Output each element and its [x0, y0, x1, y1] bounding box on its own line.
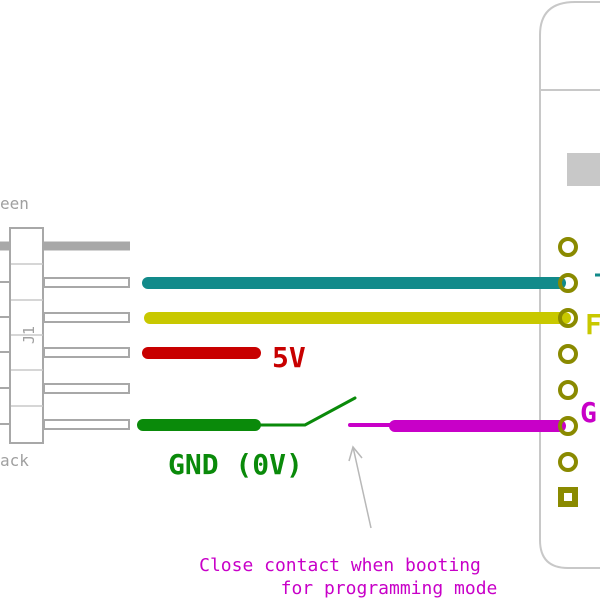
connector-ref-label: J1 [20, 326, 38, 344]
pad-7 [558, 452, 578, 472]
pad-8-hole [564, 493, 572, 501]
pad-5 [558, 380, 578, 400]
switch-contact [253, 396, 357, 427]
connector-body-dividers [10, 263, 43, 407]
pad-3 [558, 308, 578, 328]
connector-left-stubs [0, 281, 10, 425]
wires [137, 277, 571, 432]
pad-4 [558, 344, 578, 364]
connector-pin-2 [43, 277, 130, 288]
connector-pin-3 [43, 312, 130, 323]
connector-pin-4 [43, 347, 130, 358]
note-arrow [348, 445, 372, 529]
pad-2 [558, 273, 578, 293]
label-5v: 5V [272, 341, 306, 374]
module-chip-rect [567, 153, 600, 186]
connector-pin-5 [43, 383, 130, 394]
connector-pin-6 [43, 419, 130, 430]
connector-label-bottom: ack [0, 451, 29, 470]
pad-1 [558, 237, 578, 257]
module-pads [558, 237, 578, 507]
label-right-partial-1: F [585, 308, 600, 341]
note-line-1: Close contact when booting [199, 555, 481, 576]
connector-j1: een J1 ack [0, 194, 130, 470]
note-line-2: for programming mode [281, 578, 498, 599]
connector-label-top: een [0, 194, 29, 213]
label-right-partial-2: G [580, 396, 597, 429]
pad-6 [558, 416, 578, 436]
label-gnd: GND (0V) [168, 448, 303, 481]
